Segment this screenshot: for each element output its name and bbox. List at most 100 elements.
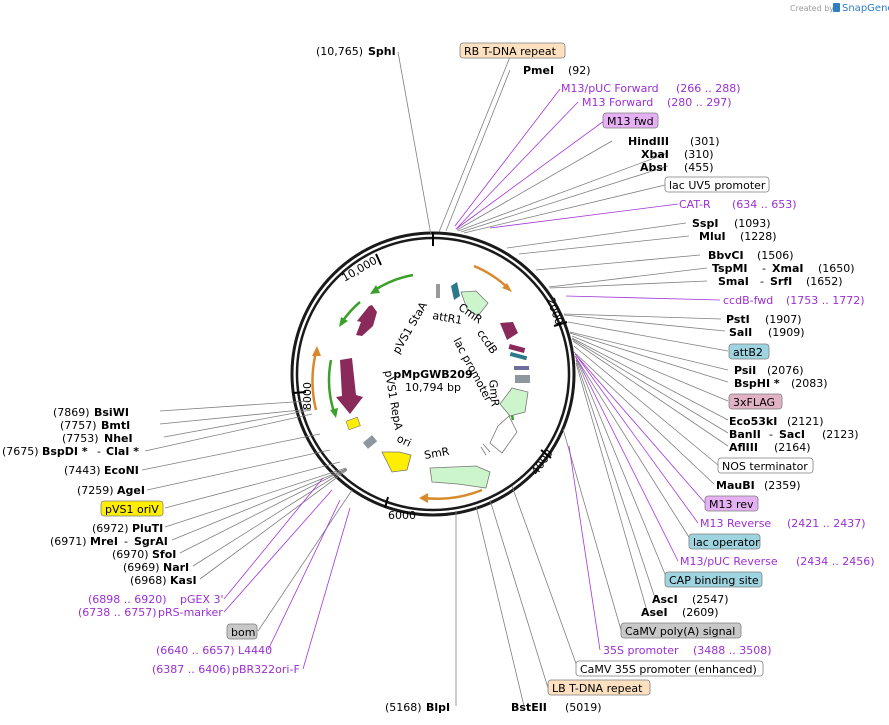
enzyme-salI[interactable]: SalI	[729, 326, 752, 339]
tick-8000	[292, 391, 307, 394]
primer-m13reverse-pos: (2421 .. 2437)	[787, 517, 866, 530]
primer-m13pucrev[interactable]: M13/pUC Reverse	[680, 555, 778, 568]
feature-box-lacop[interactable]	[688, 533, 761, 550]
enzyme-claI[interactable]: ClaI *	[106, 445, 139, 458]
feature-box-lb[interactable]	[547, 679, 651, 696]
enzyme-pmeI[interactable]: PmeI	[523, 64, 554, 77]
enzyme-psiI[interactable]: PsiI	[734, 364, 756, 377]
label-rb: RB T-DNA repeat	[464, 45, 557, 58]
enzyme-smaI[interactable]: SmaI	[718, 275, 749, 288]
primer-pgex[interactable]: pGEX 3'	[180, 593, 224, 606]
snapgene-logo-icon	[833, 3, 840, 12]
primer-m13puc[interactable]: M13/pUC Forward	[561, 82, 659, 95]
primer-pbr[interactable]: pBR322ori-F	[232, 663, 300, 676]
leader-mreI	[171, 468, 347, 541]
green-arc-2	[340, 301, 361, 323]
tick-10000	[375, 253, 382, 266]
enzyme-eco53kI[interactable]: Eco53kI	[729, 415, 777, 428]
enzyme-tspMI[interactable]: TspMI	[712, 262, 748, 275]
enzyme-sgrAI[interactable]: SgrAI	[134, 535, 168, 548]
enzyme-ageI[interactable]: AgeI	[117, 484, 145, 497]
leader-pmeI	[445, 69, 511, 232]
primer-prs[interactable]: pRS-marker	[158, 606, 223, 619]
primer-35s[interactable]: 35S promoter	[603, 644, 679, 657]
leader-ageI	[146, 449, 331, 491]
feature-gmr	[499, 387, 529, 417]
enzyme-nheI[interactable]: NheI	[104, 432, 133, 445]
primer-m13f[interactable]: M13 Forward	[582, 96, 653, 109]
feature-ori	[381, 451, 412, 473]
primer-catr[interactable]: CAT-R	[679, 198, 711, 211]
leader-banII	[571, 338, 729, 434]
feature-attr1-mark	[436, 284, 440, 298]
feature-box-pvs1ori[interactable]	[100, 500, 164, 517]
enzyme-bspDI[interactable]: BspDI *	[42, 445, 88, 458]
feature-box-lacuv5[interactable]	[664, 176, 770, 193]
feature-box-flag[interactable]	[728, 393, 783, 410]
leader-flag	[571, 335, 729, 402]
feature-box-rb[interactable]	[459, 42, 566, 59]
enzyme-xbaI[interactable]: XbaI	[641, 148, 669, 161]
enzyme-ecoNI[interactable]: EcoNI	[104, 464, 139, 477]
enzyme-hindIII[interactable]: HindIII	[628, 135, 669, 148]
enzyme-srfI[interactable]: SrfI	[770, 275, 792, 288]
enzyme-mauBI[interactable]: MauBI	[716, 479, 755, 492]
green-arc-1	[374, 273, 414, 292]
enzyme-xmaI[interactable]: XmaI	[772, 262, 803, 275]
ban-pos: (2123)	[822, 428, 859, 441]
enzyme-pluTI[interactable]: PluTI	[132, 522, 163, 535]
enzyme-mluI[interactable]: MluI	[699, 230, 726, 243]
enzyme-sfoI[interactable]: SfoI	[152, 548, 176, 561]
primer-m13reverse[interactable]: M13 Reverse	[700, 517, 771, 530]
enzyme-bmtI[interactable]: BmtI	[101, 419, 130, 432]
leader-bbvCI	[535, 254, 701, 271]
enzyme-aflIII[interactable]: AflIII	[729, 441, 758, 454]
feature-tick-a	[480, 446, 487, 456]
feature-box-camv35s[interactable]	[575, 660, 764, 677]
enzyme-banII[interactable]: BanII	[729, 428, 761, 441]
green-arc-3-head	[330, 408, 338, 418]
leader-lacop	[574, 355, 693, 543]
enzyme-aseI[interactable]: AseI	[641, 606, 668, 619]
leader-attb2	[567, 321, 729, 352]
green-arc-3	[327, 359, 336, 413]
feature-box-nos[interactable]	[717, 457, 814, 474]
orange-arc-bottom-head	[419, 493, 428, 503]
dash-5: -	[124, 535, 128, 548]
enzyme-narI[interactable]: NarI	[163, 561, 189, 574]
eco53kI-pos: (2121)	[787, 415, 824, 428]
leader-tspMI	[548, 267, 708, 288]
enzyme-pstI[interactable]: PstI	[726, 313, 750, 326]
feature-box-attb2[interactable]	[728, 343, 770, 360]
feature-box-m13rev[interactable]	[704, 495, 759, 512]
enzyme-kasI[interactable]: KasI	[170, 574, 197, 587]
primer-l4440[interactable]: L4440	[238, 644, 272, 657]
aflIII-pos: (2164)	[774, 441, 811, 454]
enzyme-sspI[interactable]: SspI	[692, 217, 718, 230]
primer-pgex-pos: (6898 .. 6920)	[88, 593, 167, 606]
tsp-pos: (1650)	[818, 262, 855, 275]
feature-box-bom[interactable]	[226, 623, 258, 640]
orange-arc-head	[502, 283, 512, 292]
feature-box-cap[interactable]	[664, 571, 763, 588]
enzyme-bstEII[interactable]: BstEII	[511, 701, 547, 714]
mauBI-pos: (2359)	[764, 479, 801, 492]
enzyme-ascI[interactable]: AscI	[652, 593, 678, 606]
enzyme-absI[interactable]: AbsI	[640, 161, 667, 174]
enzyme-bspHI[interactable]: BspHI *	[734, 377, 780, 390]
feature-box-m13fwd[interactable]	[602, 112, 659, 129]
enzyme-sphI[interactable]: SphI	[368, 45, 396, 58]
enzyme-blpI[interactable]: BlpI	[426, 701, 450, 714]
leader-eco53kI	[571, 337, 729, 421]
leader-bom	[257, 489, 353, 632]
feature-box-camvpa[interactable]	[620, 622, 742, 639]
label-lacop: lac operator	[693, 536, 760, 549]
aseI-pos: (2609)	[682, 606, 719, 619]
enzyme-sacI[interactable]: SacI	[779, 428, 805, 441]
enzyme-bbvCI[interactable]: BbvCI	[708, 249, 744, 262]
primer-ccdbfwd[interactable]: ccdB-fwd	[723, 294, 773, 307]
enzyme-bsiWI[interactable]: BsiWI	[94, 406, 129, 419]
leader-smaI	[549, 280, 708, 289]
label-pvs1ori: pVS1 oriV	[105, 503, 159, 516]
enzyme-mreI[interactable]: MreI	[90, 535, 118, 548]
